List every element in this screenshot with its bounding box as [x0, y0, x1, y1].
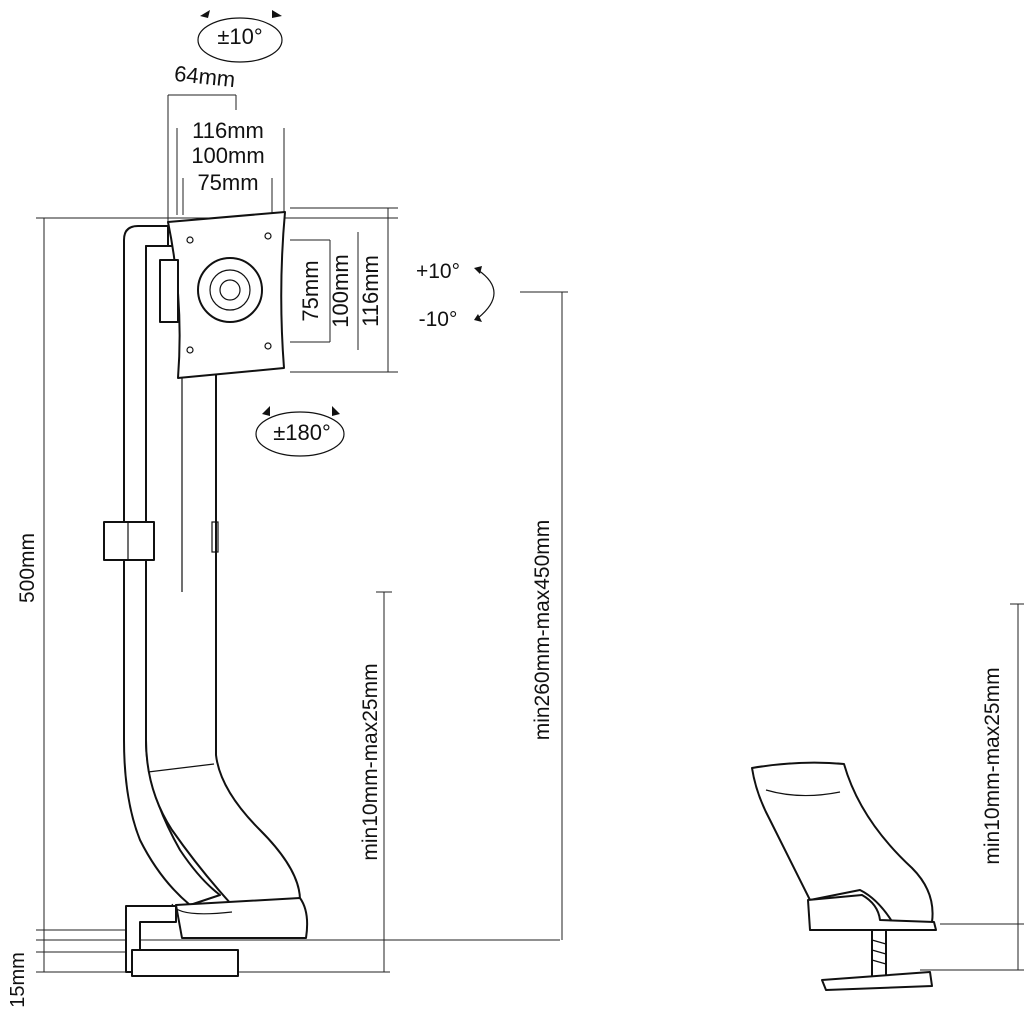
vesa-75-h-label: 75mm	[197, 170, 258, 195]
tilt-up-arrow-icon	[474, 266, 482, 274]
rotation-indicators	[197, 10, 495, 457]
vesa-hole-tl	[186, 236, 194, 244]
tilt-down-arrow-icon	[474, 314, 482, 322]
clamp-detail	[751, 761, 937, 991]
right-base-foot	[807, 894, 937, 931]
screw-thread-3	[871, 959, 887, 965]
pole-seam	[147, 763, 215, 773]
clamp-plate	[131, 949, 239, 977]
screw-thread-2	[871, 949, 887, 955]
height-range-label: min260mm-max450mm	[531, 520, 554, 741]
right-base-seam	[765, 789, 841, 797]
clamp-15-label: 15mm	[7, 952, 29, 1008]
tilt-side-arc	[477, 269, 495, 319]
screw-thread-1	[871, 939, 887, 945]
vesa-hole-bl	[186, 346, 194, 354]
vesa-hole-br	[264, 342, 272, 350]
vesa-75-v-label: 75mm	[298, 260, 323, 321]
vesa-100-v-label: 100mm	[328, 254, 353, 327]
swivel-ellipse	[255, 411, 345, 457]
vesa-hub-inner	[219, 279, 241, 301]
vesa-116-h-label: 116mm	[192, 118, 264, 143]
base-foot	[175, 897, 309, 939]
clamp-range-left-label: min10mm-max25mm	[359, 663, 382, 860]
swivel-arrow-left-icon	[262, 406, 270, 416]
clamp-range-right-label: min10mm-max25mm	[981, 667, 1004, 864]
tilt-up-label: +10°	[416, 260, 460, 283]
swivel-arrow-right-icon	[332, 406, 340, 416]
swivel-label: ±180°	[273, 420, 331, 445]
labels: ±10° 64mm 116mm 100mm 75mm 75mm 100mm 11…	[7, 24, 1004, 1008]
tilt-top-arrow-left-icon	[200, 10, 210, 18]
vesa-100-h-label: 100mm	[191, 143, 264, 168]
vesa-116-v-label: 116mm	[358, 255, 383, 327]
tilt-knob	[159, 259, 179, 323]
tilt-down-label: -10°	[419, 308, 458, 331]
offset-64-label: 64mm	[173, 61, 236, 92]
vesa-hub-mid	[209, 269, 251, 311]
tilt-top-label: ±10°	[217, 24, 262, 49]
pole-left-profile	[123, 225, 221, 906]
right-clamp-plate	[821, 971, 933, 991]
tilt-top-arrow-right-icon	[272, 10, 282, 18]
tilt-top-ellipse	[197, 17, 283, 63]
vesa-hub-outer	[197, 257, 263, 323]
monitor-mount	[103, 211, 309, 977]
slider-lock	[211, 521, 219, 553]
vesa-hole-tr	[264, 232, 272, 240]
height-500-label: 500mm	[16, 533, 39, 603]
cable-clip	[103, 521, 155, 561]
